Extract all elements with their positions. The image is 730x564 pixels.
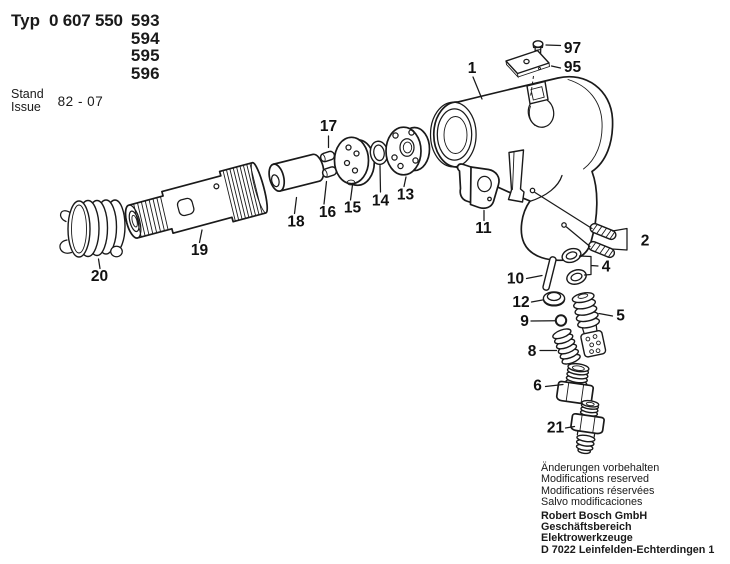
part-8-spring	[552, 328, 581, 365]
issue-value: 82 - 07	[57, 93, 104, 109]
variant-number: 594	[130, 28, 160, 48]
part-20-spring	[59, 199, 126, 258]
variant-number: 593	[130, 11, 160, 30]
part-21-nipple	[570, 399, 605, 455]
part-2-pin-b	[587, 240, 616, 259]
issue-block: Stand Issue 82 - 07	[11, 88, 103, 114]
part-label-9: 9	[520, 313, 529, 330]
part-4-oring-b	[566, 269, 587, 285]
notice-line: Änderungen vorbehalten	[541, 462, 660, 474]
part-label-13: 13	[397, 187, 415, 204]
company-line: Geschäftsbereich Elektrowerkzeuge	[541, 521, 633, 545]
leader-lines	[97, 44, 628, 429]
part-label-95: 95	[564, 59, 582, 76]
stand-label: Stand	[11, 87, 44, 101]
part-label-1: 1	[468, 60, 477, 77]
typ-label: Typ	[11, 11, 40, 30]
notice-line: Modifications reserved	[541, 473, 650, 486]
part-label-21: 21	[547, 420, 565, 437]
part-label-8: 8	[528, 343, 537, 360]
issue-labels: Stand Issue	[11, 88, 44, 114]
part-label-19: 19	[191, 242, 209, 259]
part-12-cup	[542, 291, 566, 307]
part-5-valve	[571, 292, 607, 358]
part-label-4: 4	[602, 259, 611, 276]
notice-line: Modifications réservées	[541, 484, 655, 497]
part-11-trigger-lever	[456, 163, 500, 210]
part-label-6: 6	[533, 378, 542, 395]
part-label-2: 2	[641, 233, 650, 250]
part-label-18: 18	[287, 214, 305, 231]
type-block: Typ 0 607 550 593 594 595 596	[11, 12, 160, 82]
part-95-plate	[505, 49, 550, 79]
part-label-15: 15	[344, 200, 362, 217]
part-17-pin	[319, 150, 336, 163]
part-label-11: 11	[475, 220, 492, 237]
part-1-housing	[429, 75, 614, 262]
part-19-barrel	[124, 161, 269, 239]
issue-label: Issue	[11, 100, 41, 114]
variant-number: 595	[130, 46, 160, 65]
company-line: D 7022 Leinfelden-Echterdingen 1	[541, 543, 715, 556]
part-label-16: 16	[319, 204, 337, 221]
part-label-14: 14	[372, 193, 390, 210]
part-label-5: 5	[616, 308, 625, 325]
part-label-10: 10	[507, 271, 524, 288]
part-label-12: 12	[512, 294, 529, 311]
type-row: Typ 0 607 550 593 594 595 596	[11, 12, 160, 82]
part-2-pin-a	[589, 222, 617, 241]
company-line: Robert Bosch GmbH	[541, 509, 648, 522]
part-6-bushing	[555, 362, 595, 405]
part-label-20: 20	[91, 268, 108, 285]
part-14-ring	[369, 140, 389, 166]
part-9-ring	[554, 314, 568, 327]
trigger	[507, 149, 525, 203]
part-13-valve-plate	[385, 126, 431, 176]
part-labels: 1 2 4 5 6 8 9 10 11 12 13 14 15 16 17 18…	[91, 40, 649, 437]
footer-block: Änderungen vorbehalten Modifications res…	[541, 462, 726, 556]
part-10-pin	[542, 256, 557, 291]
notice-line: Salvo modificaciones	[541, 496, 643, 509]
assembly-axis-dashed	[530, 75, 534, 98]
part-15-disc	[333, 136, 376, 187]
type-number: 0 607 550	[48, 11, 123, 30]
part-18-piston	[268, 153, 325, 192]
part-4-oring-a	[561, 247, 582, 264]
part-label-17: 17	[320, 118, 337, 135]
variant-list: 593 594 595 596	[131, 12, 160, 82]
part-label-97: 97	[564, 40, 581, 57]
variant-number: 596	[130, 63, 160, 83]
